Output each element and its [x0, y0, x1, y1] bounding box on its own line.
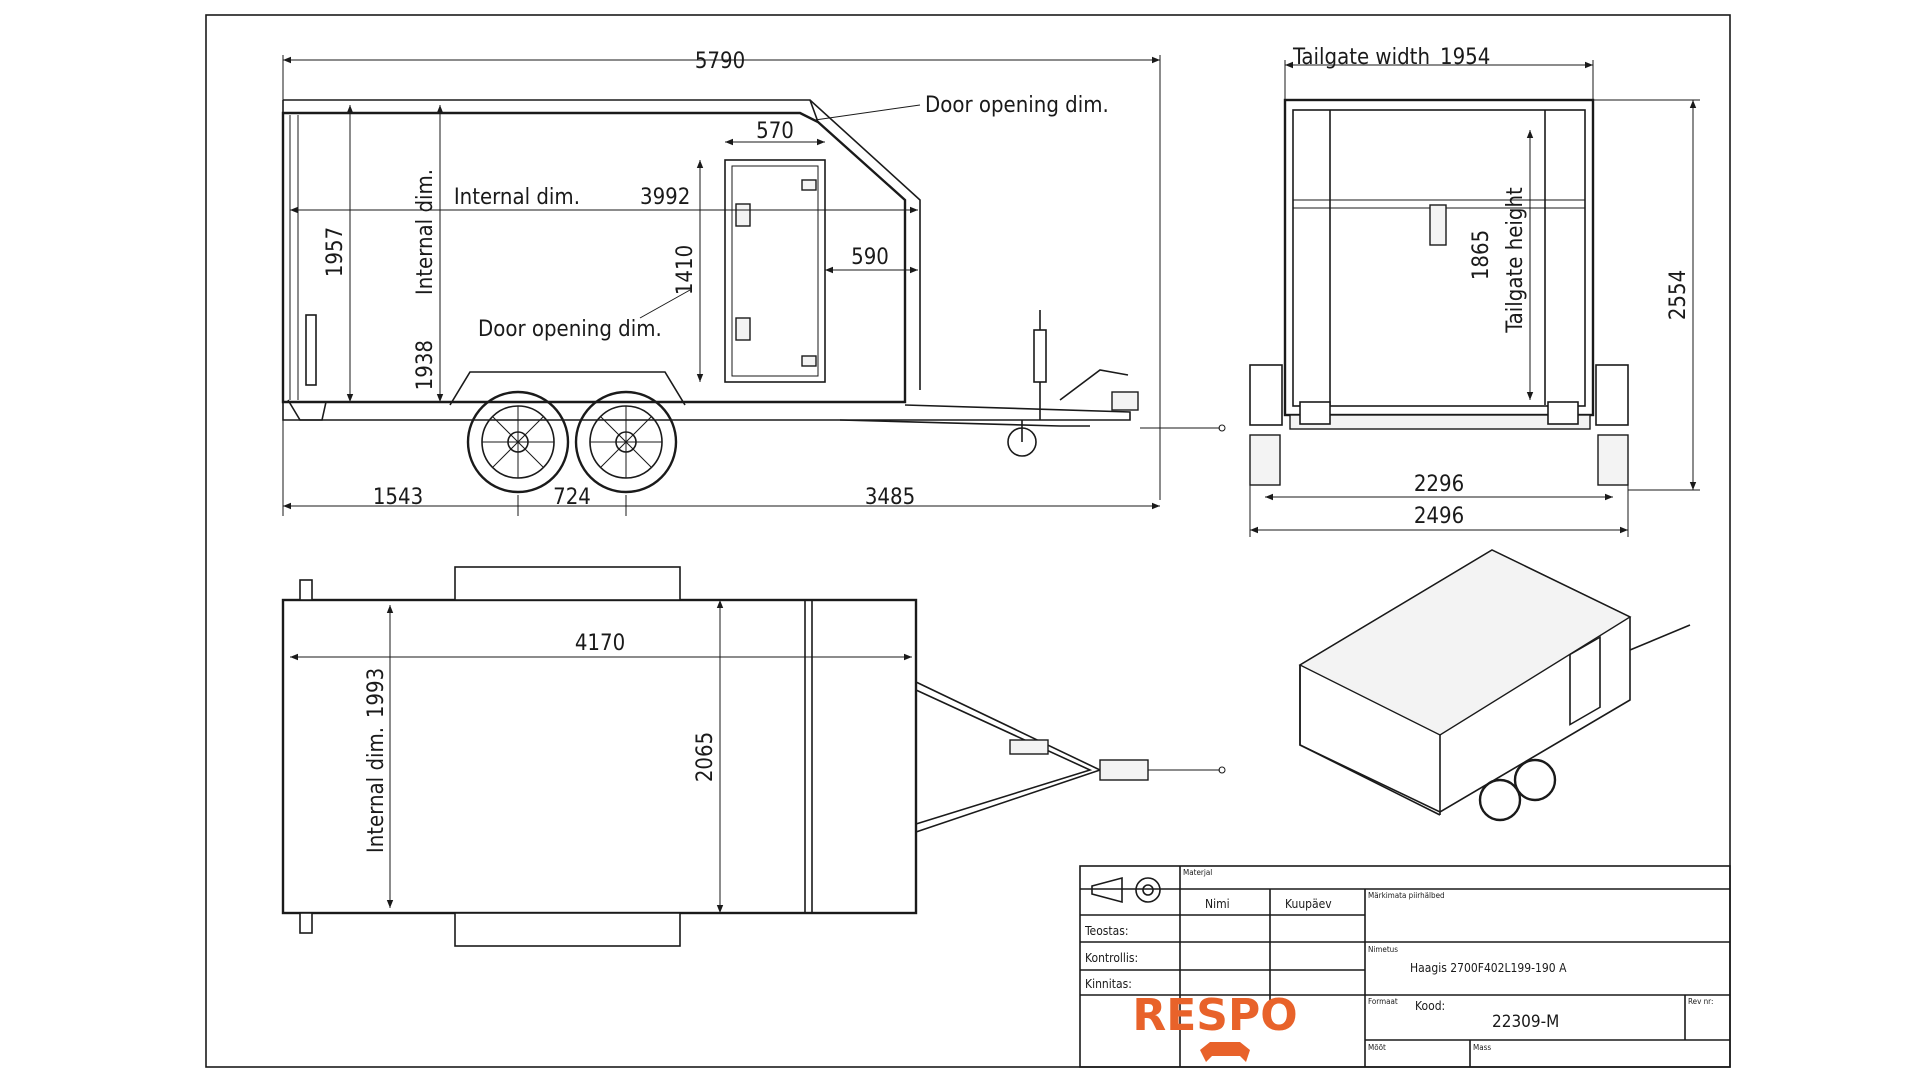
top-internal-width-label: Internal dim.: [364, 727, 389, 853]
axle-spacing-text: 724: [553, 485, 591, 510]
tailgate-width-label: Tailgate width: [1292, 45, 1430, 70]
formaat-label: Formaat: [1368, 997, 1398, 1006]
nimetus-label: Nimetus: [1368, 945, 1398, 954]
rev-label: Rev nr:: [1688, 997, 1713, 1006]
top-overall-width-text: 2065: [693, 732, 718, 782]
title-block: Materjal Nimi Kuupäev Märkimata piirhälb…: [1079, 865, 1731, 1068]
sheet-border: [205, 14, 1731, 1068]
kontrollis-label: Kontrollis:: [1085, 951, 1138, 965]
door-label-bottom: Door opening dim.: [478, 317, 662, 342]
rear-to-axle-text: 1543: [373, 485, 423, 510]
internal-length-label: Internal dim.: [454, 185, 580, 210]
internal-height-label: Internal dim.: [413, 169, 438, 295]
side-roof-outline: [283, 99, 921, 390]
iso-roof: [1298, 549, 1632, 736]
track-width-text: 2296: [1414, 472, 1464, 497]
side-door: [724, 159, 826, 383]
rear-view: Tailgate width 1954 Tailgate height 1865…: [1249, 45, 1700, 537]
top-fender-upper: [454, 566, 681, 601]
door-label-top: Door opening dim.: [925, 93, 1109, 118]
projection-symbol-icon: [1091, 876, 1161, 904]
top-internal-length-text: 4170: [575, 631, 625, 656]
door-height-text: 1410: [673, 245, 698, 295]
axle-to-coupling-text: 3485: [865, 485, 915, 510]
teostas-label: Teostas:: [1084, 924, 1129, 938]
tailgate-height-text: 1865: [1469, 230, 1494, 280]
side-drawbar: [1007, 310, 1226, 457]
top-internal-width-text: 1993: [364, 668, 389, 718]
side-view: 5790 1543 724 3485 1957 Internal dim. 19…: [281, 49, 1226, 516]
side-wheels: [466, 390, 678, 494]
top-fender-lower: [454, 912, 681, 947]
nimetus-value: Haagis 2700F402L199-190 A: [1410, 961, 1567, 975]
materjal-label: Materjal: [1183, 868, 1212, 877]
moot-label: Mõõt: [1368, 1043, 1386, 1052]
bull-logo-icon: [1200, 1042, 1250, 1062]
rear-body-outline: [1283, 98, 1595, 417]
overall-width-text: 2496: [1414, 504, 1464, 529]
tailgate-height-label: Tailgate height: [1503, 187, 1528, 334]
door-width-text: 570: [756, 119, 794, 144]
door-offset-text: 590: [851, 245, 889, 270]
isometric-view: [1298, 549, 1691, 822]
overall-height-text: 1957: [323, 227, 348, 277]
markimata-label: Märkimata piirhälbed: [1368, 891, 1445, 900]
internal-length-text: 3992: [640, 185, 690, 210]
overall-length-text: 5790: [695, 49, 745, 74]
nimi-label: Nimi: [1205, 897, 1230, 911]
rear-total-height-text: 2554: [1666, 270, 1691, 320]
mass-label: Mass: [1473, 1043, 1491, 1052]
tailgate-width-text: 1954: [1440, 45, 1490, 70]
top-view: 4170 Internal dim. 1993 2065: [281, 566, 1226, 947]
internal-height-text: 1938: [413, 340, 438, 390]
respo-logo: RESPO: [1132, 990, 1297, 1041]
kinnitas-label: Kinnitas:: [1085, 977, 1132, 991]
kuupaev-label: Kuupäev: [1285, 897, 1332, 911]
kood-value: 22309-M: [1492, 1012, 1559, 1032]
kood-label: Kood:: [1415, 999, 1445, 1013]
